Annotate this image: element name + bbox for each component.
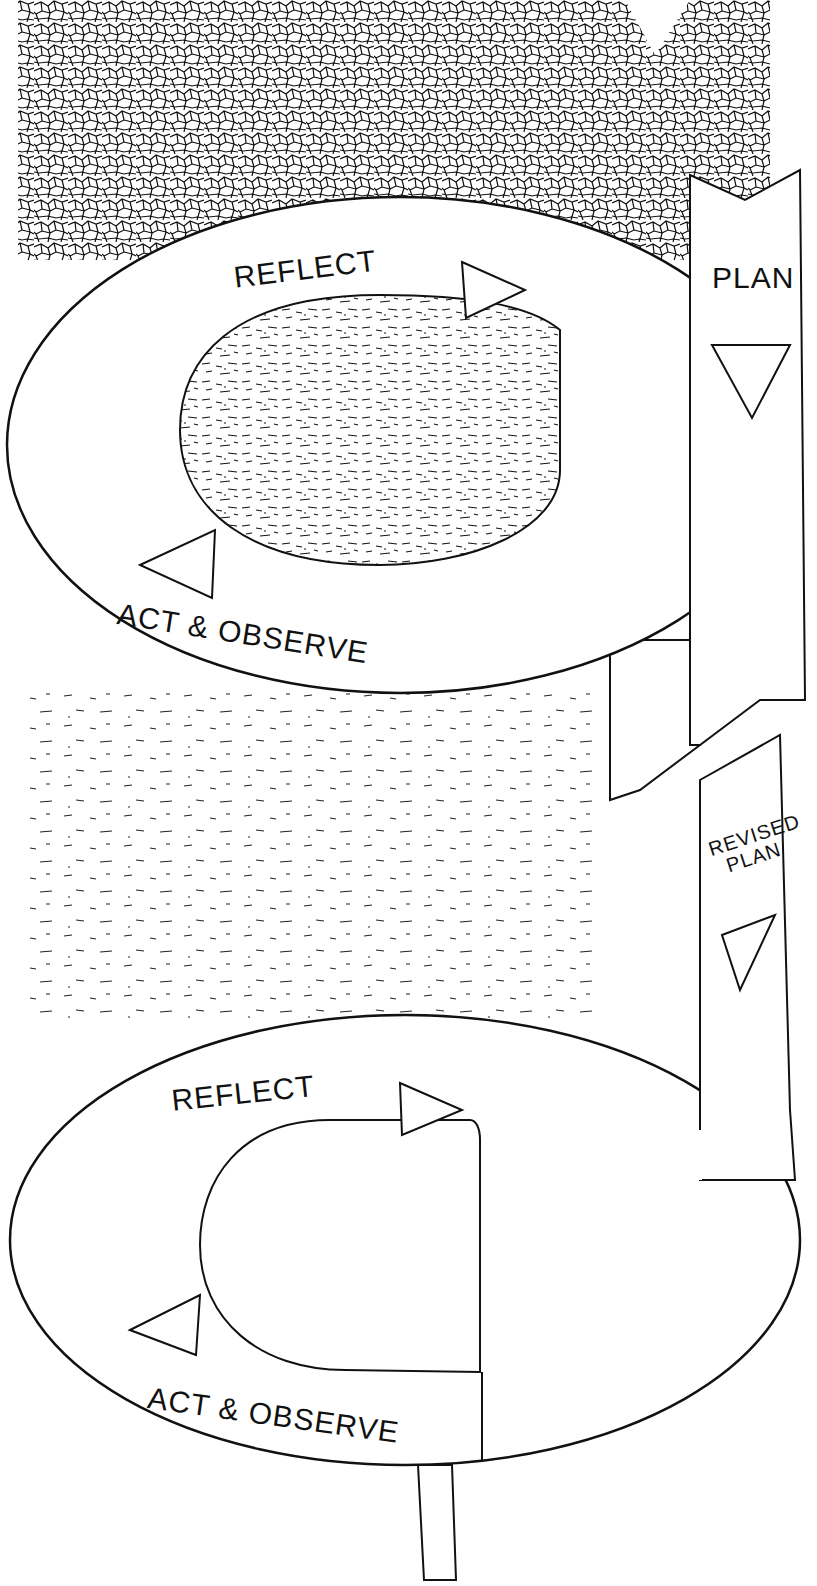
stage-label: PLAN	[712, 262, 794, 294]
